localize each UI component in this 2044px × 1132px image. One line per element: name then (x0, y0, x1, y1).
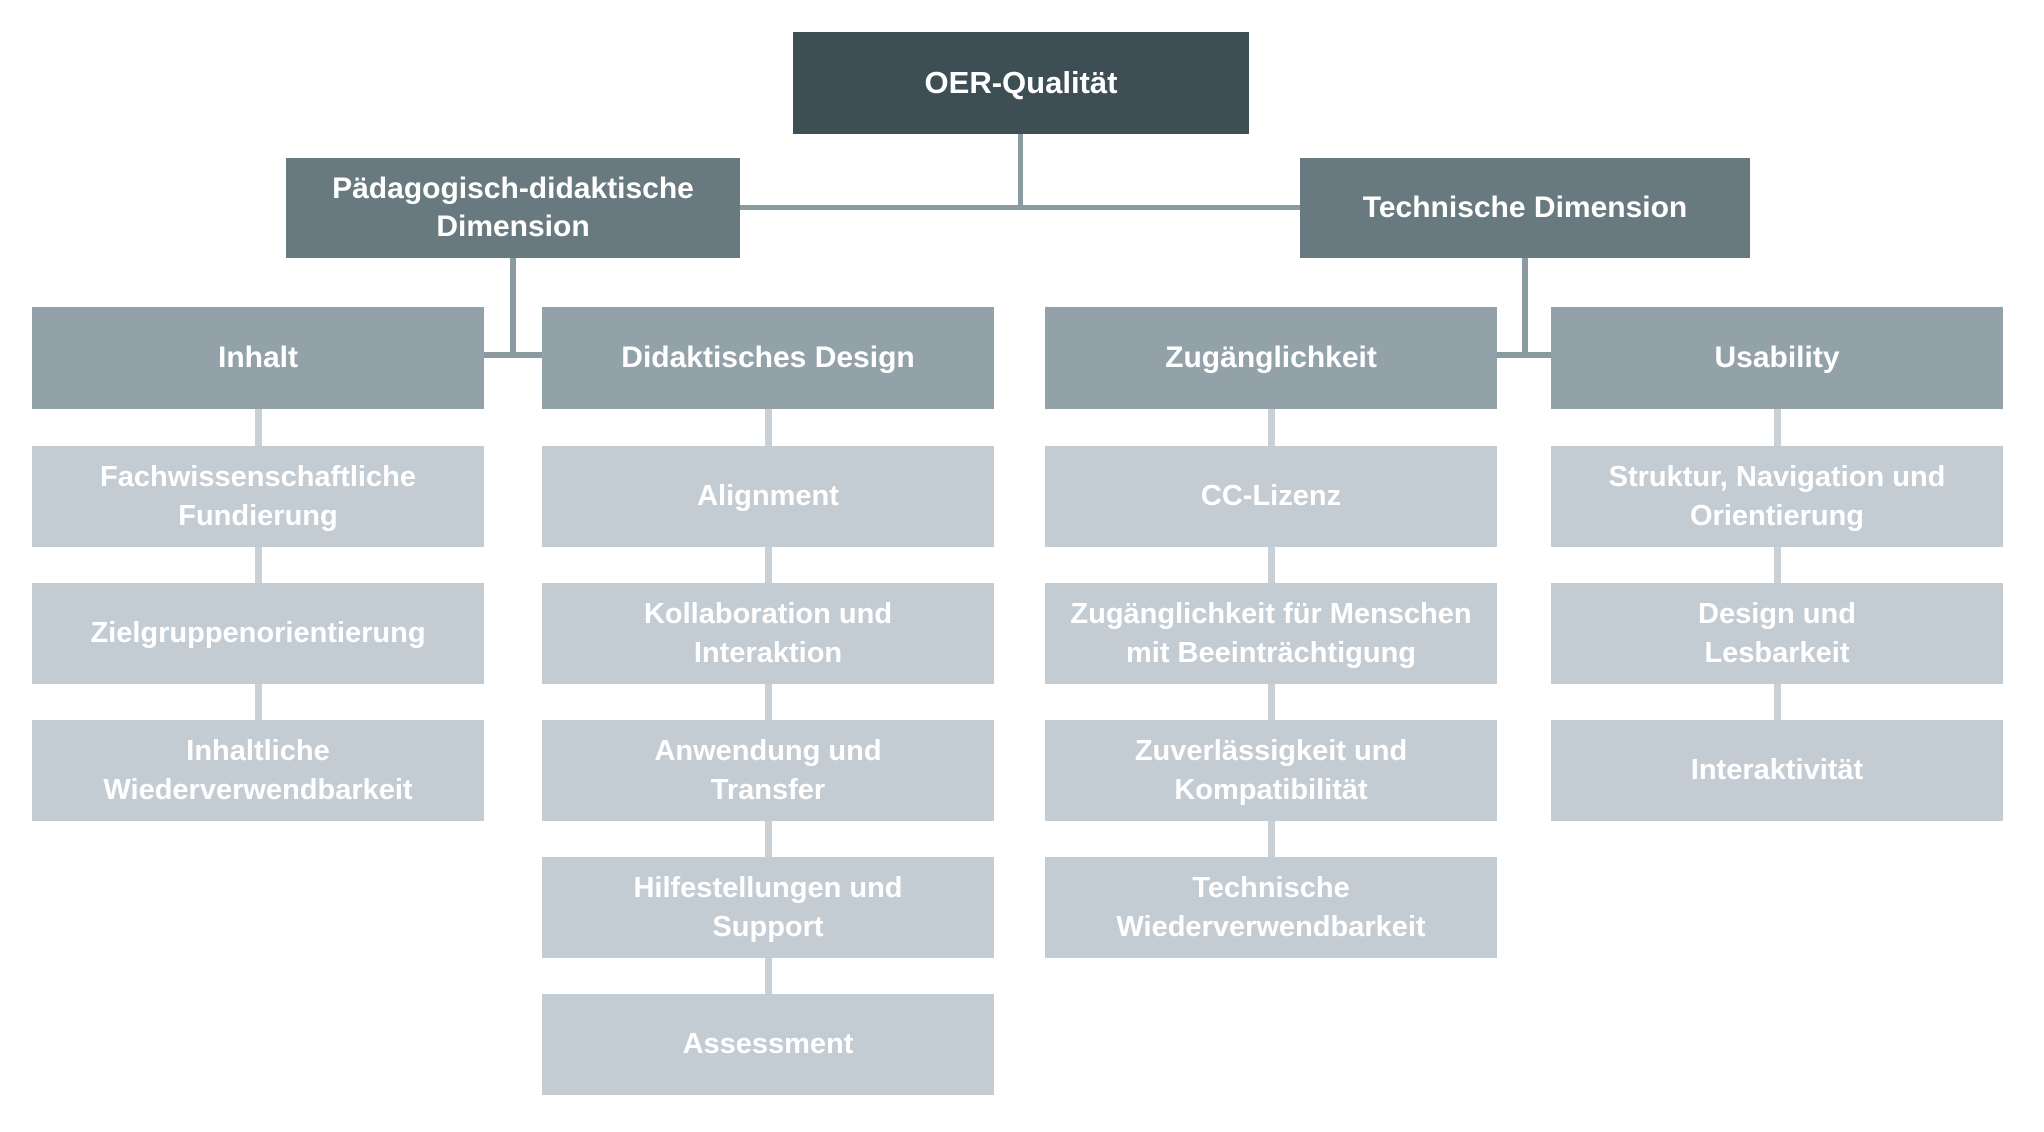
node-fachwissenschaftliche-fundierung: Fachwissenschaftliche Fundierung (32, 446, 484, 547)
node-inhalt: Inhalt (32, 307, 484, 409)
node-zugaenglichkeit: Zugänglichkeit (1045, 307, 1497, 409)
connector-col2-seg2 (765, 547, 772, 583)
node-hilfestellungen-und-support: Hilfestellungen und Support (542, 857, 994, 958)
node-interaktivitaet: Interaktivität (1551, 720, 2003, 821)
connector-col1-seg2 (255, 547, 262, 583)
connector-col3-seg3 (1268, 684, 1275, 720)
connector-col4-seg1 (1774, 409, 1781, 446)
connector-col2-seg1 (765, 409, 772, 446)
node-paedagogisch-didaktische-dimension: Pädagogisch-didaktische Dimension (286, 158, 740, 258)
connector-col2-seg4 (765, 821, 772, 857)
connector-dimension1-vertical (510, 258, 516, 355)
connector-col3-seg2 (1268, 547, 1275, 583)
connector-col1-seg1 (255, 409, 262, 446)
connector-col1-seg3 (255, 684, 262, 720)
node-inhaltliche-wiederverwendbarkeit: Inhaltliche Wiederverwendbarkeit (32, 720, 484, 821)
connector-col3-seg1 (1268, 409, 1275, 446)
node-zugaenglichkeit-fuer-menschen: Zugänglichkeit für Menschen mit Beeinträ… (1045, 583, 1497, 684)
connector-group2-stub (1497, 352, 1551, 358)
node-design-und-lesbarkeit: Design und Lesbarkeit (1551, 583, 2003, 684)
node-usability: Usability (1551, 307, 2003, 409)
node-kollaboration-und-interaktion: Kollaboration und Interaktion (542, 583, 994, 684)
connector-col4-seg2 (1774, 547, 1781, 583)
node-oer-qualitaet: OER-Qualität (793, 32, 1249, 134)
connector-col2-seg5 (765, 958, 772, 994)
node-zuverlaessigkeit-und-kompatibilitaet: Zuverlässigkeit und Kompatibilität (1045, 720, 1497, 821)
connector-col4-seg3 (1774, 684, 1781, 720)
connector-col2-seg3 (765, 684, 772, 720)
node-didaktisches-design: Didaktisches Design (542, 307, 994, 409)
connector-group1-stub (484, 352, 542, 358)
connector-col3-seg4 (1268, 821, 1275, 857)
node-technische-dimension: Technische Dimension (1300, 158, 1750, 258)
connector-root-vertical (1018, 134, 1023, 208)
connector-dimension2-vertical (1522, 258, 1528, 355)
node-technische-wiederverwendbarkeit: Technische Wiederverwendbarkeit (1045, 857, 1497, 958)
node-assessment: Assessment (542, 994, 994, 1095)
node-struktur-navigation-orientierung: Struktur, Navigation und Orientierung (1551, 446, 2003, 547)
node-zielgruppenorientierung: Zielgruppenorientierung (32, 583, 484, 684)
node-alignment: Alignment (542, 446, 994, 547)
node-anwendung-und-transfer: Anwendung und Transfer (542, 720, 994, 821)
node-cc-lizenz: CC-Lizenz (1045, 446, 1497, 547)
connector-dimensions-horizontal (740, 205, 1301, 210)
